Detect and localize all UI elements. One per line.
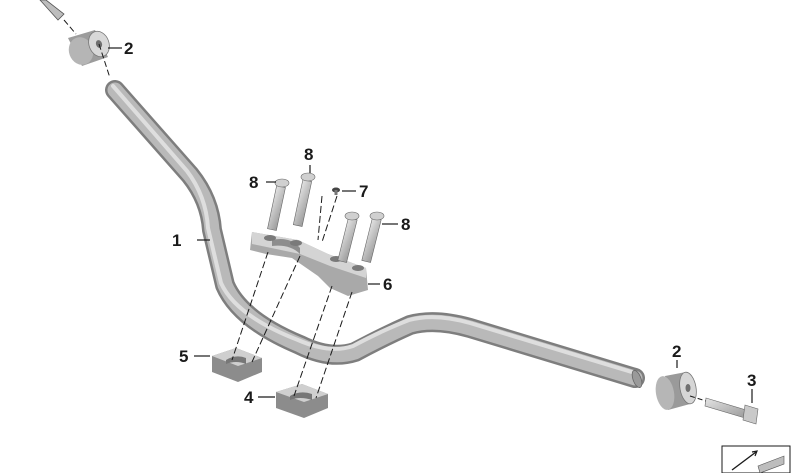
diagram-corner-symbol-icon <box>721 445 791 473</box>
clamp-lower-left <box>212 348 262 382</box>
bolt-bar-end <box>689 395 759 425</box>
bolt-right-2 <box>361 211 385 263</box>
assembly-lines <box>231 195 353 399</box>
callout-clamp-lower-right: 4 <box>244 388 254 407</box>
bar-end-weight-left <box>68 30 111 79</box>
clamp-lower-right <box>276 384 328 418</box>
bolt-top <box>292 172 316 227</box>
screw-small <box>332 187 340 195</box>
leader-lines <box>108 47 753 403</box>
bolt-right-1 <box>337 211 360 263</box>
bar-end-weight-right <box>655 371 697 410</box>
callout-bolt-bar-end: 3 <box>747 371 756 390</box>
callout-bar-end-weight-left: 2 <box>124 39 133 58</box>
clamp-upper <box>250 232 368 296</box>
bolt-top-left-partial <box>39 0 77 35</box>
bolt-upper-left <box>267 178 290 231</box>
callout-bolt-right: 8 <box>401 215 410 234</box>
callout-clamp-lower-left: 5 <box>179 347 188 366</box>
callout-clamp-upper: 6 <box>383 275 392 294</box>
callout-bolt-top: 8 <box>304 145 313 164</box>
callout-handlebar: 1 <box>172 231 181 250</box>
callout-screw-small: 7 <box>359 182 368 201</box>
callout-bar-end-weight-right: 2 <box>672 342 681 361</box>
handlebar-tube <box>105 80 645 388</box>
callout-bolt-upper-left: 8 <box>249 173 258 192</box>
